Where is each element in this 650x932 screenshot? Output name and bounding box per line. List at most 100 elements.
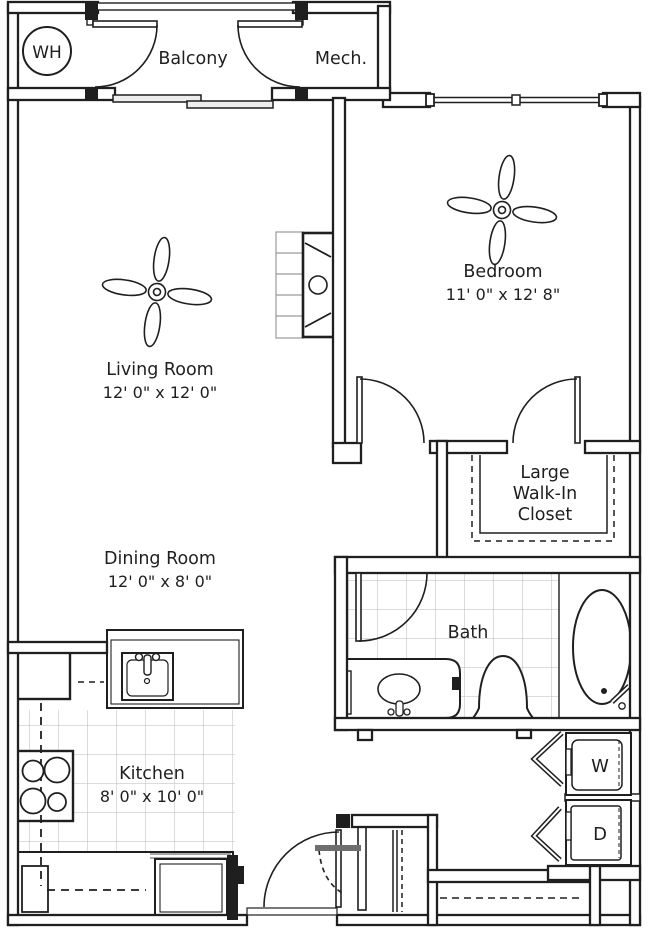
wall-kitchen-stub (6, 640, 109, 655)
windows (112, 93, 608, 916)
burner-icon (19, 787, 47, 815)
bifold-door-washer-inner (532, 732, 563, 786)
sliding-door-panel (186, 100, 274, 109)
wall-entry-jamb (357, 826, 367, 911)
faucet-handle-icon (403, 708, 411, 716)
wall-segment (583, 439, 642, 455)
bathtub (572, 589, 632, 705)
burner-icon (43, 756, 71, 784)
labels: WH Balcony Mech. Bedroom 11' 0" x 12' 8"… (32, 43, 609, 845)
wall-pillar (331, 441, 363, 465)
fan-blade-icon (101, 278, 147, 297)
dining-room-dimensions: 12' 0" x 8' 0" (108, 572, 212, 591)
bedroom-label: Bedroom (463, 262, 542, 282)
entry-closet-shelf (392, 830, 398, 912)
closet-label-1: Large (520, 463, 569, 483)
wall-segment (6, 0, 100, 15)
fan-hub-icon (152, 287, 162, 297)
jamb-pillar (295, 88, 308, 100)
fan-blade-icon (512, 205, 558, 224)
walkin-shelf-dashed (471, 455, 615, 542)
sliding-door-panel (112, 94, 202, 103)
door-leaf (574, 376, 581, 444)
faucet-handle-icon (387, 708, 395, 716)
window-mullion (511, 94, 521, 106)
fireplace-unit (275, 231, 336, 339)
wall-closet-bottom (333, 555, 642, 575)
fan-blade-icon (497, 154, 516, 200)
walkin-shelf-solid (479, 455, 608, 534)
media-shelf-dividers (276, 252, 303, 317)
bath-label: Bath (448, 623, 489, 643)
jamb-pillar (227, 855, 238, 920)
base-cabinet (21, 865, 49, 913)
balcony-label: Balcony (158, 49, 227, 69)
wall-segment (6, 913, 249, 927)
fan-blade-icon (446, 196, 492, 215)
balcony-edge-wall (94, 2, 301, 11)
wall-living-bedroom (331, 96, 347, 449)
wall-segment (270, 86, 392, 102)
door-swing-arc (94, 24, 158, 88)
faucet-handle-icon (151, 652, 161, 662)
door-swing-arc (358, 572, 428, 642)
window-end-cap (425, 93, 435, 107)
jamb-pillar (295, 2, 308, 20)
ceiling-fan-bedroom (446, 154, 558, 266)
wall-segment (6, 86, 117, 102)
wall-pillar (356, 728, 374, 742)
fireplace-circle (308, 275, 328, 295)
sink-drain-icon (143, 677, 151, 685)
wall-bath-left (333, 555, 349, 732)
window-end-cap (598, 93, 608, 107)
faucet-spout-icon (143, 654, 152, 676)
water-heater-label: WH (32, 43, 62, 63)
water-heater-circle (22, 26, 72, 76)
dining-room-label: Dining Room (104, 549, 216, 569)
doors (92, 20, 581, 908)
door-swing-arc (359, 378, 425, 444)
tub-drain-icon (601, 688, 607, 694)
wall-pillar (515, 728, 533, 740)
kitchen-dimensions: 8' 0" x 10' 0" (100, 787, 204, 806)
door-jambs (85, 2, 460, 920)
wall-segment (6, 2, 20, 927)
closet-door-dashed-arc (318, 849, 345, 895)
fan-hub-icon (497, 205, 507, 215)
dryer-hinge (565, 811, 572, 841)
fan-blade-icon (143, 302, 162, 348)
door-leaf (92, 20, 158, 28)
vanity-sink (377, 673, 421, 705)
living-room-dimensions: 12' 0" x 12' 0" (103, 383, 217, 402)
closet-shelving (315, 455, 615, 912)
wall-hall-closet (435, 439, 449, 573)
bedroom-dimensions: 11' 0" x 12' 8" (446, 285, 560, 304)
dishwasher-inner (159, 863, 223, 913)
jamb-pillar (336, 814, 350, 828)
tub-faucet-icon-inner (611, 685, 630, 703)
door-leaf (356, 376, 363, 444)
washer-hinge (565, 748, 572, 776)
jamb-pillar (85, 2, 98, 20)
wall-segment (376, 4, 392, 99)
burner-icon (47, 792, 67, 812)
wall-storage-left (588, 864, 602, 927)
closet-label-2: Walk-In (513, 484, 577, 504)
jamb-pillar (85, 88, 98, 100)
mech-label: Mech. (315, 49, 367, 69)
kitchen-label: Kitchen (119, 764, 185, 784)
wall-segment (428, 439, 509, 455)
bath-fixtures (343, 573, 637, 719)
fan-blade-icon (167, 287, 213, 306)
door-swing-arc (512, 378, 578, 444)
door-swing-arc (237, 24, 301, 88)
living-room-label: Living Room (106, 360, 213, 380)
media-shelf (275, 231, 304, 339)
bifold-door-dryer-inner (532, 807, 561, 861)
wall-segment (601, 91, 642, 109)
toilet (470, 654, 536, 719)
door-leaf (335, 829, 342, 908)
wall-entry-closet-top (350, 813, 439, 829)
